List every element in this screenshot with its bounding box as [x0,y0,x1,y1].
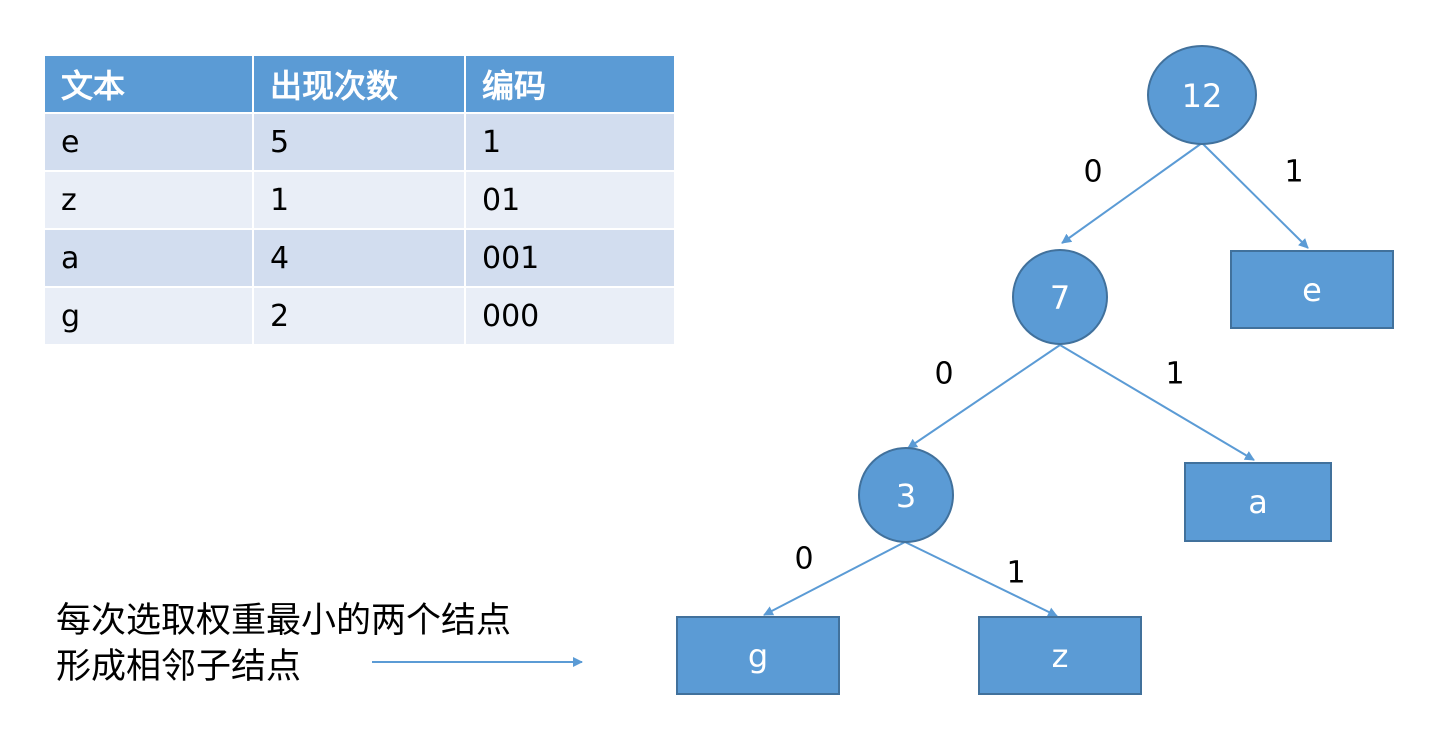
cell-code: 1 [464,112,676,172]
leaf-label-a: a [1248,483,1268,521]
tree-leaf-g: g [676,616,840,695]
leaf-label-g: g [748,637,768,675]
cell-count: 4 [252,228,466,288]
cell-text: e [43,112,254,172]
edge-label-7-3: 0 [934,357,953,392]
header-text: 文本 [43,54,254,114]
cell-count: 1 [252,170,466,230]
tree-leaf-e: e [1230,250,1394,329]
header-code: 编码 [464,54,676,114]
node-label-3: 3 [896,477,916,515]
cell-code: 001 [464,228,676,288]
tree-leaf-a: a [1184,462,1332,542]
edge-3-g [763,541,906,616]
tree-node-3: 3 [858,447,954,543]
cell-count: 5 [252,112,466,172]
caption-line-1: 每次选取权重最小的两个结点 [56,601,512,641]
caption: 每次选取权重最小的两个结点 形成相邻子结点 [56,598,511,690]
edge-label-7-a: 1 [1165,357,1184,392]
caption-line-2: 形成相邻子结点 [56,647,302,687]
cell-count: 2 [252,286,466,346]
leaf-label-z: z [1052,637,1069,675]
cell-text: z [43,170,254,230]
edge-12-e [1201,142,1309,249]
table-row: a 4 001 [43,228,676,288]
edge-7-a [1059,344,1255,461]
edge-7-3 [907,344,1061,449]
table-row: e 5 1 [43,112,676,172]
cell-text: g [43,286,254,346]
edge-label-3-z: 1 [1006,556,1025,591]
table-row: z 1 01 [43,170,676,230]
edge-3-z [904,541,1058,617]
edge-label-3-g: 0 [794,542,813,577]
tree-node-12: 12 [1147,45,1257,145]
cell-code: 01 [464,170,676,230]
table-row: g 2 000 [43,286,676,346]
leaf-label-e: e [1302,271,1322,309]
cell-text: a [43,228,254,288]
table-header-row: 文本 出现次数 编码 [43,54,676,114]
edge-12-7 [1061,142,1203,244]
edge-label-12-e: 1 [1284,155,1303,190]
edge-label-12-7: 0 [1083,155,1102,190]
node-label-12: 12 [1182,77,1223,115]
node-label-7: 7 [1050,279,1070,317]
tree-leaf-z: z [978,616,1142,695]
header-count: 出现次数 [252,54,466,114]
huffman-code-table: 文本 出现次数 编码 e 5 1 z 1 01 a 4 001 g 2 000 [43,54,676,346]
tree-node-7: 7 [1012,249,1108,345]
cell-code: 000 [464,286,676,346]
